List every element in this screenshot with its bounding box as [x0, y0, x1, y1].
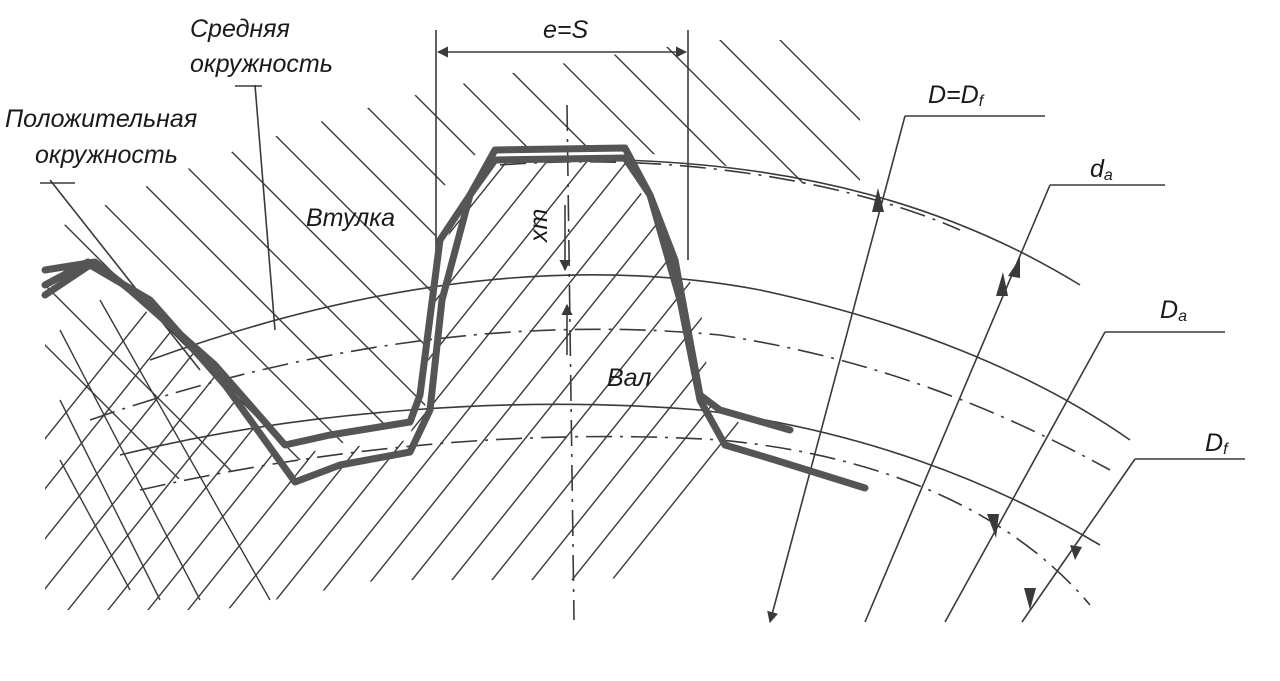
left-lower-hatching: [59, 299, 271, 601]
da-arrowhead-lower: [1008, 258, 1020, 278]
da-arrowhead: [996, 272, 1008, 296]
tooth-axis: [566, 104, 575, 621]
Df-arrowhead-upper: [1070, 545, 1082, 560]
Df-arrowhead: [1024, 588, 1036, 610]
left-tooth-edge: [41, 258, 92, 289]
mean-circle-label-2: окружность: [190, 50, 333, 78]
positive-circle-leader: [49, 179, 201, 371]
Df-dimension-line: [1021, 458, 1136, 623]
root-diameter-label: Df: [1205, 429, 1229, 458]
pitch-arrowhead: [872, 188, 884, 212]
positive-circle-label-1: Положительная: [5, 105, 197, 133]
shift-label: xm: [525, 209, 553, 243]
outer-circle-arc: [619, 159, 1081, 286]
positive-circle-label-2: окружность: [35, 141, 178, 169]
mean-circle-leader: [254, 84, 276, 331]
pitch-dimension-line: [767, 115, 906, 624]
inner-circle-arc: [119, 403, 1101, 546]
mean-circle-label-1: Средняя: [190, 15, 290, 43]
shaft-tip-diameter-label: Da: [1160, 296, 1187, 325]
shaft-tooth-profile: [41, 154, 869, 492]
da-dimension-line: [864, 184, 1051, 623]
width-label: e=S: [543, 16, 589, 44]
bushing-hatching: [45, 40, 860, 500]
root-circle-arc: [139, 435, 1091, 606]
Da-arrowhead: [987, 514, 999, 538]
pitch-diameter-label: D=Df: [928, 81, 985, 110]
middle-circle-arc: [149, 274, 1131, 441]
pitch-circle-arc: [89, 328, 1111, 471]
bushing-label: Втулка: [306, 204, 395, 232]
shaft-hatching: [45, 155, 800, 610]
shaft-label: Вал: [607, 364, 651, 392]
bushing-tip-diameter-label: da: [1090, 155, 1113, 184]
Da-dimension-line: [944, 331, 1106, 623]
